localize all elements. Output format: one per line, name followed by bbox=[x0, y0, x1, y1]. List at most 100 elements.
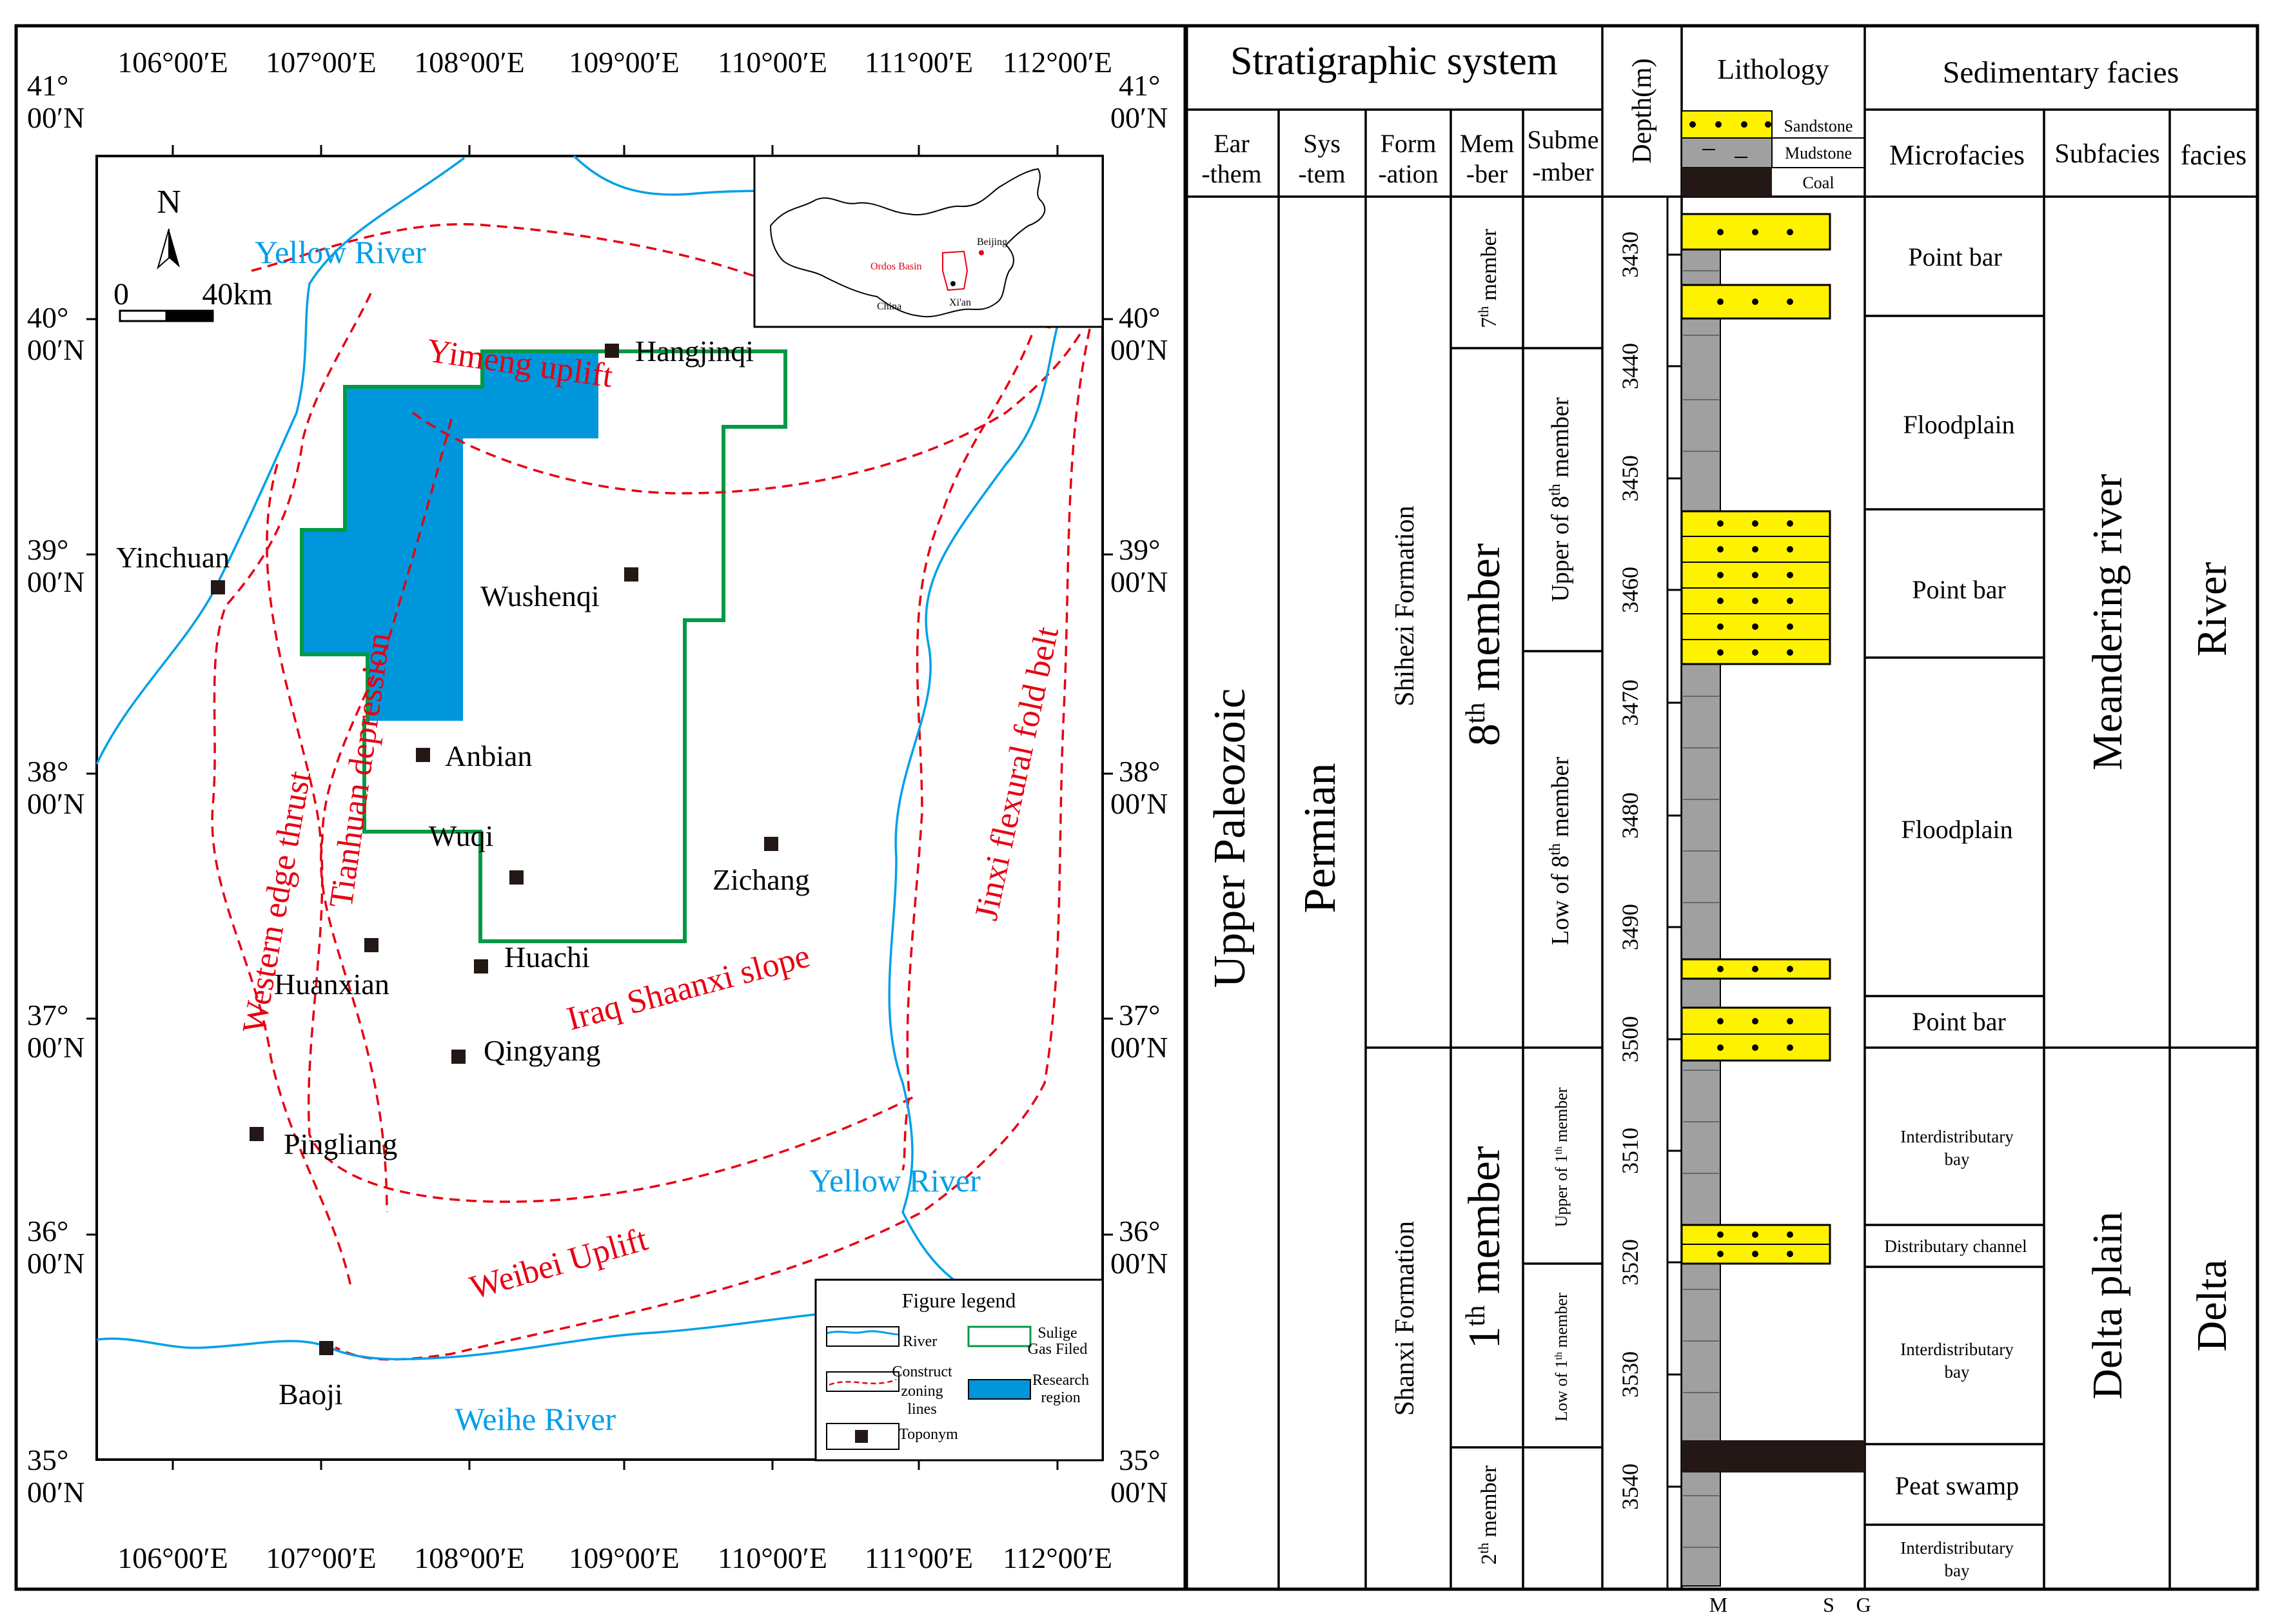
city-label-huanxian: Huanxian bbox=[274, 968, 389, 1001]
city-label-anbian: Anbian bbox=[445, 739, 532, 772]
lat-left-35-deg: 35° bbox=[27, 1443, 68, 1476]
toponym-markers bbox=[211, 344, 778, 1355]
depth-axis: 3430 3440 3450 3460 3470 3480 3490 3500 … bbox=[1617, 197, 1682, 1589]
lon-label-bottom-112: 112°00′E bbox=[1003, 1541, 1112, 1574]
depth-3520: 3520 bbox=[1617, 1239, 1643, 1286]
city-label-wuqi: Wuqi bbox=[429, 819, 493, 852]
svg-text:Gas Filed: Gas Filed bbox=[1028, 1341, 1088, 1358]
depth-3470: 3470 bbox=[1617, 680, 1643, 726]
zone-label-iraq: Iraq Shaanxi slope bbox=[563, 937, 814, 1037]
city-label-wushenqi: Wushenqi bbox=[480, 580, 600, 612]
svg-text:Sulige: Sulige bbox=[1037, 1325, 1077, 1342]
header-formation-1: Form bbox=[1381, 129, 1437, 158]
lat-left-36-deg: 36° bbox=[27, 1215, 68, 1247]
formation-shanxi: Shanxi Formation bbox=[1390, 1221, 1420, 1416]
depth-3490: 3490 bbox=[1617, 904, 1643, 950]
lon-label-top-111: 111°00′E bbox=[865, 46, 973, 79]
member-2: 2th member bbox=[1475, 1465, 1502, 1565]
subfacies-delta-plain: Delta plain bbox=[2084, 1211, 2131, 1399]
header-member-1: Mem bbox=[1460, 129, 1514, 158]
erathem-label: Upper Paleozoic bbox=[1205, 689, 1255, 988]
header-lithology: Lithology bbox=[1717, 54, 1829, 85]
microfacies-distributary-channel: Distributary channel bbox=[1884, 1237, 2027, 1256]
depth-3510: 3510 bbox=[1617, 1128, 1643, 1174]
lat-right-38-deg: 38° bbox=[1119, 755, 1160, 788]
lat-left-39-deg: 39° bbox=[27, 533, 68, 566]
river-label-yellow-north: Yellow River bbox=[255, 234, 426, 270]
facies-river: River bbox=[2188, 562, 2236, 657]
lon-label-top-112: 112°00′E bbox=[1003, 46, 1112, 79]
lat-left-36-min: 00′N bbox=[27, 1247, 84, 1280]
svg-text:Figure legend: Figure legend bbox=[902, 1289, 1016, 1312]
inset-beijing-dot bbox=[979, 250, 984, 255]
header-subfacies: Subfacies bbox=[2054, 139, 2159, 169]
lon-label-top-110: 110°00′E bbox=[718, 46, 827, 79]
header-system-2: -tem bbox=[1298, 159, 1345, 188]
lat-right-40-min: 00′N bbox=[1110, 333, 1168, 366]
lat-left-39-min: 00′N bbox=[27, 565, 84, 598]
zone-label-jinxi: Jinxi flexural fold belt bbox=[968, 623, 1066, 924]
lat-left-35-min: 00′N bbox=[27, 1476, 84, 1509]
coal-bed bbox=[1682, 1440, 1865, 1472]
lat-right-37-min: 00′N bbox=[1110, 1031, 1168, 1064]
lat-right-39-deg: 39° bbox=[1119, 533, 1160, 566]
microfacies-interdist-3b: bay bbox=[1945, 1561, 1970, 1580]
svg-text:Construct: Construct bbox=[892, 1364, 952, 1380]
svg-text:River: River bbox=[903, 1333, 937, 1350]
header-strat-system: Stratigraphic system bbox=[1230, 39, 1558, 83]
stratigraphic-column: Stratigraphic system Lithology Sedimenta… bbox=[1183, 24, 2259, 1616]
svg-text:Toponym: Toponym bbox=[899, 1426, 958, 1443]
submember-low-1: Low of 1th member bbox=[1552, 1293, 1571, 1422]
svg-text:Research: Research bbox=[1032, 1372, 1089, 1389]
subfacies-meandering-river: Meandering river bbox=[2084, 474, 2131, 770]
microfacies-floodplain-2: Floodplain bbox=[1901, 815, 2012, 844]
svg-text:0: 0 bbox=[113, 277, 129, 311]
lat-right-36-deg: 36° bbox=[1119, 1215, 1160, 1247]
sulige-gas-field-outline bbox=[300, 349, 787, 943]
lon-label-bottom-107: 107°00′E bbox=[266, 1541, 377, 1574]
lat-right-40-deg: 40° bbox=[1119, 301, 1160, 334]
lon-label-bottom-109: 109°00′E bbox=[569, 1541, 680, 1574]
lat-left-37-min: 00′N bbox=[27, 1031, 84, 1064]
lat-right-41-min: 00′N bbox=[1110, 101, 1168, 134]
header-facies: facies bbox=[2181, 139, 2247, 171]
microfacies-interdist-2b: bay bbox=[1945, 1362, 1970, 1382]
facies-delta: Delta bbox=[2188, 1260, 2236, 1352]
inset-xian-dot bbox=[950, 281, 956, 286]
header-submember-2: -mber bbox=[1532, 157, 1594, 186]
svg-text:region: region bbox=[1041, 1389, 1080, 1406]
grain-s: S bbox=[1823, 1593, 1834, 1616]
header-erathem-2: -them bbox=[1201, 159, 1261, 188]
china-outline bbox=[769, 168, 1046, 318]
depth-3450: 3450 bbox=[1617, 455, 1643, 502]
depth-3500: 3500 bbox=[1617, 1016, 1643, 1062]
city-label-baoji: Baoji bbox=[279, 1378, 343, 1411]
system-label: Permian bbox=[1295, 763, 1345, 913]
svg-text:zoning: zoning bbox=[901, 1383, 943, 1400]
lat-right-36-min: 00′N bbox=[1110, 1247, 1168, 1280]
inset-map: Beijing Ordos Basin China Xi'an bbox=[753, 155, 1104, 328]
inset-china-label: China bbox=[877, 301, 901, 312]
svg-text:lines: lines bbox=[907, 1401, 936, 1418]
lon-label-bottom-111: 111°00′E bbox=[865, 1541, 973, 1574]
microfacies-interdist-1a: Interdistributary bbox=[1900, 1127, 2014, 1146]
lat-left-40-deg: 40° bbox=[27, 301, 68, 334]
river-label-weihe: Weihe River bbox=[455, 1401, 616, 1437]
microfacies-interdist-2a: Interdistributary bbox=[1900, 1340, 2014, 1359]
lon-label-top-106: 106°00′E bbox=[117, 46, 228, 79]
zone-label-weibei: Weibei Uplift bbox=[466, 1221, 652, 1307]
lon-label-bottom-108: 108°00′E bbox=[414, 1541, 525, 1574]
inset-xian-label: Xi'an bbox=[949, 297, 971, 308]
submember-low-8: Low of 8th member bbox=[1547, 757, 1574, 945]
submember-upper-8: Upper of 8th member bbox=[1547, 397, 1574, 602]
header-system-1: Sys bbox=[1303, 129, 1341, 158]
city-label-pingliang: Pingliang bbox=[284, 1128, 397, 1160]
lat-left-41-deg: 41° bbox=[27, 69, 68, 102]
inset-ordos-label: Ordos Basin bbox=[870, 261, 922, 272]
lon-label-top-109: 109°00′E bbox=[569, 46, 680, 79]
research-region bbox=[302, 351, 598, 721]
svg-text:Sandstone: Sandstone bbox=[1784, 117, 1853, 135]
formation-shihezi: Shihezi Formation bbox=[1390, 505, 1420, 706]
lon-label-top-107: 107°00′E bbox=[266, 46, 377, 79]
